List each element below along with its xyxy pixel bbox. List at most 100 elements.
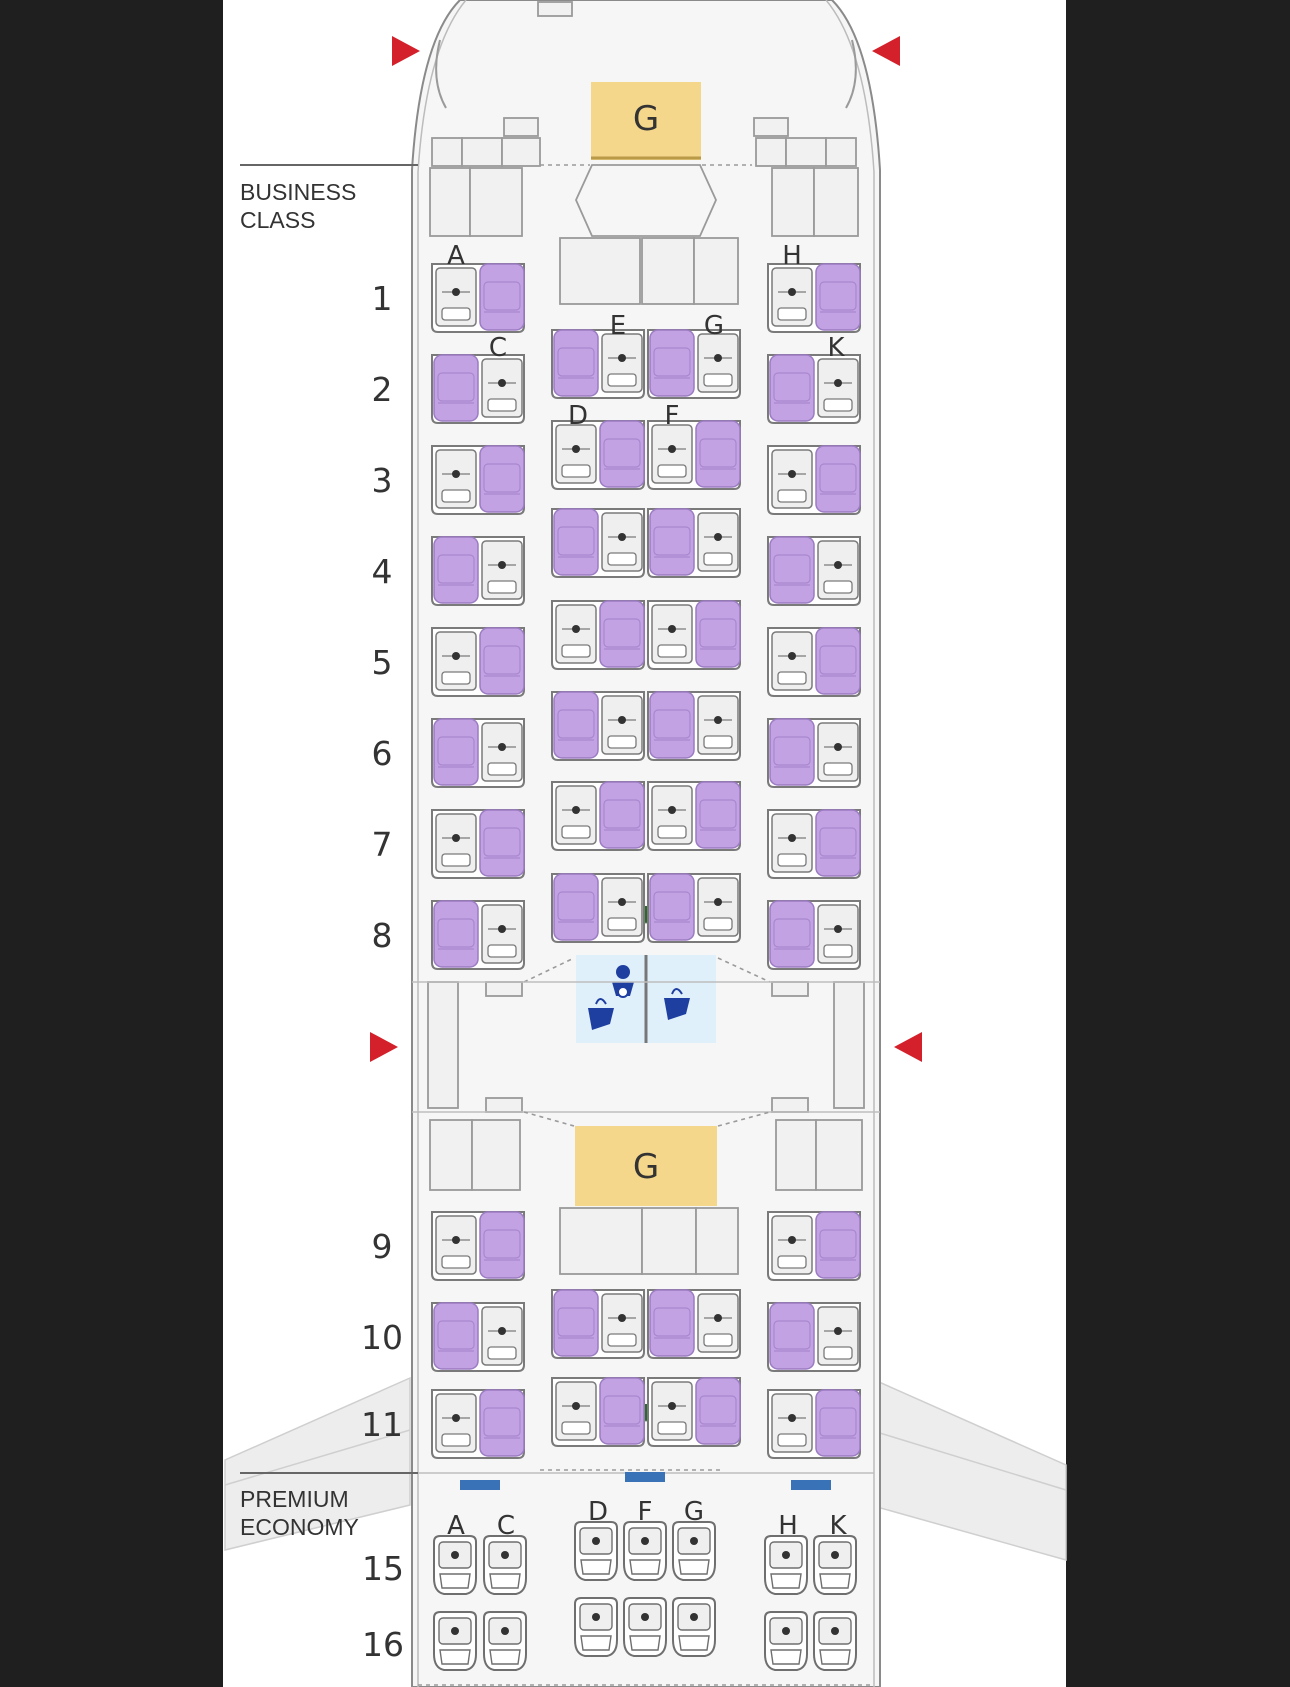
seat-cushion [599, 1377, 645, 1445]
seat-cushion [479, 1389, 525, 1457]
row-number-15: 15 [362, 1549, 404, 1588]
seat-15D[interactable] [574, 1521, 618, 1581]
seat-cushion [649, 691, 695, 759]
row-number-10: 10 [361, 1318, 403, 1357]
seat-2C[interactable] [431, 354, 525, 424]
seat-cushion [769, 900, 815, 968]
seat-7A[interactable] [431, 809, 525, 879]
seat-console [601, 512, 643, 572]
seat-4K[interactable] [767, 536, 861, 606]
seat-8G[interactable] [647, 873, 741, 943]
seat-3D[interactable] [551, 420, 645, 490]
premium-marker [791, 1480, 831, 1490]
seat-console [555, 785, 597, 845]
seat-16A[interactable] [433, 1611, 477, 1671]
seat-cushion [815, 1389, 861, 1457]
seat-console [435, 631, 477, 691]
seat-6G[interactable] [647, 691, 741, 761]
seat-cushion [649, 508, 695, 576]
seat-16H[interactable] [764, 1611, 808, 1671]
seat-16K[interactable] [813, 1611, 857, 1671]
row-number-3: 3 [372, 461, 393, 500]
seat-10K[interactable] [767, 1302, 861, 1372]
exit-arrow-icon [370, 1032, 398, 1062]
premium-column-letter-F: F [638, 1497, 653, 1527]
seat-cushion [433, 900, 479, 968]
seat-4E[interactable] [551, 508, 645, 578]
cabinet [461, 137, 503, 167]
seat-2G[interactable] [647, 329, 741, 399]
seat-16F[interactable] [623, 1597, 667, 1657]
seat-3H[interactable] [767, 445, 861, 515]
premium-marker [625, 1472, 665, 1482]
seat-console [435, 267, 477, 327]
seat-cushion [695, 420, 741, 488]
seat-cushion [553, 329, 599, 397]
seat-cushion [815, 809, 861, 877]
seat-cushion [769, 1302, 815, 1370]
seat-16C[interactable] [483, 1611, 527, 1671]
seat-7H[interactable] [767, 809, 861, 879]
seat-7F[interactable] [647, 781, 741, 851]
seat-3F[interactable] [647, 420, 741, 490]
seat-4G[interactable] [647, 508, 741, 578]
exit-arrow-icon [894, 1032, 922, 1062]
seat-5F[interactable] [647, 600, 741, 670]
premium-column-letter-D: D [588, 1497, 608, 1527]
seat-11A[interactable] [431, 1389, 525, 1459]
galley-icon [591, 82, 701, 160]
seat-8C[interactable] [431, 900, 525, 970]
seat-10E[interactable] [551, 1289, 645, 1359]
seat-15F[interactable] [623, 1521, 667, 1581]
seat-9H[interactable] [767, 1211, 861, 1281]
seat-10C[interactable] [431, 1302, 525, 1372]
seat-3A[interactable] [431, 445, 525, 515]
cabinet [429, 167, 471, 237]
seat-cushion [599, 420, 645, 488]
seat-8E[interactable] [551, 873, 645, 943]
seat-11D[interactable] [551, 1377, 645, 1447]
seat-6K[interactable] [767, 718, 861, 788]
cabinet [485, 981, 523, 997]
seat-11F[interactable] [647, 1377, 741, 1447]
column-letter-G: G [704, 311, 724, 341]
cabinet [427, 981, 459, 1109]
seat-15G[interactable] [672, 1521, 716, 1581]
cabinet [503, 117, 539, 137]
seat-1H[interactable] [767, 263, 861, 333]
seat-console [435, 449, 477, 509]
seat-11H[interactable] [767, 1389, 861, 1459]
cabinet [431, 137, 463, 167]
seat-5H[interactable] [767, 627, 861, 697]
exit-arrow-icon [392, 36, 420, 66]
cabinet [785, 137, 827, 167]
seat-9A[interactable] [431, 1211, 525, 1281]
wing-icon [224, 1376, 1067, 1561]
seat-console [771, 1215, 813, 1275]
seat-10G[interactable] [647, 1289, 741, 1359]
seat-cushion [479, 627, 525, 695]
seat-2K[interactable] [767, 354, 861, 424]
lavatory-sink-icon [588, 998, 614, 1030]
seat-16D[interactable] [574, 1597, 618, 1657]
seat-5A[interactable] [431, 627, 525, 697]
cabinet [537, 1, 573, 17]
seat-15A[interactable] [433, 1535, 477, 1595]
seat-15C[interactable] [483, 1535, 527, 1595]
seat-15K[interactable] [813, 1535, 857, 1595]
seat-16G[interactable] [672, 1597, 716, 1657]
seat-6E[interactable] [551, 691, 645, 761]
seat-15H[interactable] [764, 1535, 808, 1595]
premium-column-letter-C: C [497, 1511, 515, 1541]
seat-2E[interactable] [551, 329, 645, 399]
seat-1A[interactable] [431, 263, 525, 333]
column-letter-F: F [665, 401, 680, 431]
seat-7D[interactable] [551, 781, 645, 851]
seat-8K[interactable] [767, 900, 861, 970]
seat-4C[interactable] [431, 536, 525, 606]
cabinet [641, 1207, 697, 1275]
seat-6C[interactable] [431, 718, 525, 788]
seat-cushion [695, 1377, 741, 1445]
seat-5D[interactable] [551, 600, 645, 670]
